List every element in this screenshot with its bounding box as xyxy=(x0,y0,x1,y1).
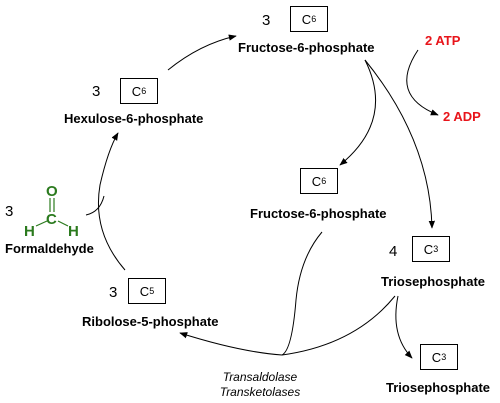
arrow-triose-to-merge xyxy=(281,295,396,356)
carbon-symbol: C xyxy=(131,83,142,99)
carbon-count: 5 xyxy=(149,286,155,296)
formaldehyde-hydrogen-left: H xyxy=(24,223,35,240)
formaldehyde-carbon: C xyxy=(46,211,57,228)
bond-ch-left xyxy=(35,220,48,227)
carbon-count: 3 xyxy=(441,352,447,362)
arrow-f6p-mid-to-merge xyxy=(281,231,323,356)
arrow-atp-to-adp xyxy=(406,49,439,116)
h6p-label: Hexulose-6-phosphate xyxy=(64,111,204,126)
adp-label: 2 ADP xyxy=(443,109,481,124)
carbon-symbol: C xyxy=(311,173,322,189)
arrow-formaldehyde-join xyxy=(85,195,105,216)
f6p-mid-label: Fructose-6-phosphate xyxy=(250,206,387,221)
arrow-h6p-to-f6p xyxy=(167,34,237,71)
triose-out-label: Triosephosphate xyxy=(386,380,491,395)
carbon-count: 6 xyxy=(311,14,317,24)
carbon-symbol: C xyxy=(423,241,434,257)
arrow-f6p-to-triose xyxy=(364,59,436,229)
r5p-count: 3 xyxy=(109,284,118,301)
bond-ch-right xyxy=(57,220,69,227)
enzyme-transketolases: Transketolases xyxy=(219,385,301,399)
arrow-merge-to-r5p xyxy=(179,332,283,356)
enzyme-labels: Transaldolase Transketolases xyxy=(200,370,320,400)
carbon-symbol: C xyxy=(139,283,150,299)
formaldehyde-label: Formaldehyde xyxy=(5,241,94,256)
carbon-symbol: C xyxy=(431,349,442,365)
arrow-f6p-to-f6p-mid xyxy=(339,59,377,166)
enzyme-transaldolase: Transaldolase xyxy=(222,370,298,384)
carbon-symbol: C xyxy=(301,11,312,27)
atp-label: 2 ATP xyxy=(425,33,461,48)
arrow-triose-to-triose-out xyxy=(395,295,413,359)
formaldehyde-hydrogen-right: H xyxy=(68,223,79,240)
triose-label: Triosephosphate xyxy=(381,274,486,289)
carbon-count: 3 xyxy=(433,244,439,254)
formaldehyde-count: 3 xyxy=(5,203,14,220)
triose-count: 4 xyxy=(389,243,398,260)
r5p-label: Ribolose-5-phosphate xyxy=(82,314,219,329)
f6p-top-label: Fructose-6-phosphate xyxy=(238,40,375,55)
carbon-count: 6 xyxy=(141,86,147,96)
h6p-count: 3 xyxy=(92,83,101,100)
arrow-r5p-to-h6p xyxy=(97,132,126,271)
carbon-count: 6 xyxy=(321,176,327,186)
formaldehyde-oxygen: O xyxy=(46,183,58,200)
f6p-top-count: 3 xyxy=(262,12,271,29)
